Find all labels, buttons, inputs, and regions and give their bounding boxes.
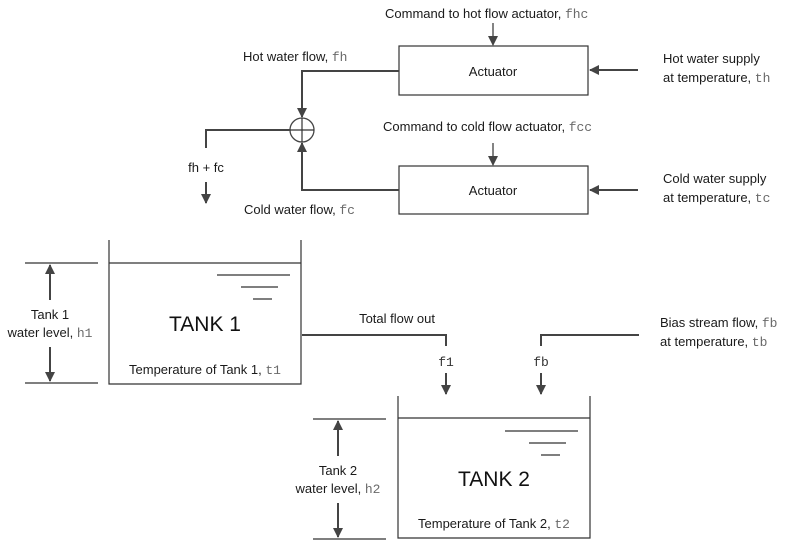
total-flow-out-line <box>302 334 447 346</box>
tank-2-level-line2: water level, h2 <box>295 481 381 497</box>
tank-1-walls <box>108 240 302 385</box>
sum-flow-label: fh + fc <box>188 160 224 175</box>
f1-label: f1 <box>438 355 454 370</box>
hot-supply-line2: at temperature, th <box>663 70 770 86</box>
tank-1-name: TANK 1 <box>169 313 241 336</box>
bias-stream-line2: at temperature, tb <box>660 334 767 350</box>
fb-label: fb <box>533 355 549 370</box>
hot-flow-line <box>297 70 399 118</box>
hot-command-label: Command to hot flow actuator, fhc <box>385 6 588 22</box>
bias-stream-line <box>540 334 639 346</box>
hot-flow-label: Hot water flow, fh <box>243 49 347 65</box>
sum-output-line <box>205 129 290 148</box>
tank-2-level-indicator: Tank 2 water level, h2 <box>295 418 386 540</box>
cold-command-label: Command to cold flow actuator, fcc <box>383 119 592 135</box>
tank-2: TANK 2 Temperature of Tank 2, t2 <box>397 396 591 539</box>
cold-actuator-label: Actuator <box>469 183 518 198</box>
tank-2-name: TANK 2 <box>458 468 530 491</box>
tank-1-level-indicator: Tank 1 water level, h1 <box>7 262 98 384</box>
cold-supply-line2: at temperature, tc <box>663 190 770 206</box>
summing-junction-icon <box>289 117 315 143</box>
hot-supply-line1: Hot water supply <box>663 51 760 66</box>
cold-supply-line1: Cold water supply <box>663 171 767 186</box>
cold-actuator-box <box>398 165 589 215</box>
tank-1: TANK 1 Temperature of Tank 1, t1 <box>108 240 302 385</box>
bias-stream-line1: Bias stream flow, fb <box>660 315 777 331</box>
tank-1-temperature-label: Temperature of Tank 1, t1 <box>129 362 281 378</box>
cold-flow-label: Cold water flow, fc <box>244 202 355 218</box>
cold-flow-line <box>297 142 399 191</box>
tank-2-level-line1: Tank 2 <box>319 463 357 478</box>
tank-1-level-line2: water level, h1 <box>7 325 93 341</box>
tank-1-level-line1: Tank 1 <box>31 307 69 322</box>
cold-actuator: Actuator <box>398 165 589 215</box>
tank-2-walls <box>397 396 591 539</box>
tank-2-temperature-label: Temperature of Tank 2, t2 <box>418 516 570 532</box>
hot-actuator-label: Actuator <box>469 64 518 79</box>
hot-actuator-box <box>398 45 589 96</box>
hot-actuator: Actuator <box>398 45 589 96</box>
total-flow-out-label: Total flow out <box>359 311 435 326</box>
